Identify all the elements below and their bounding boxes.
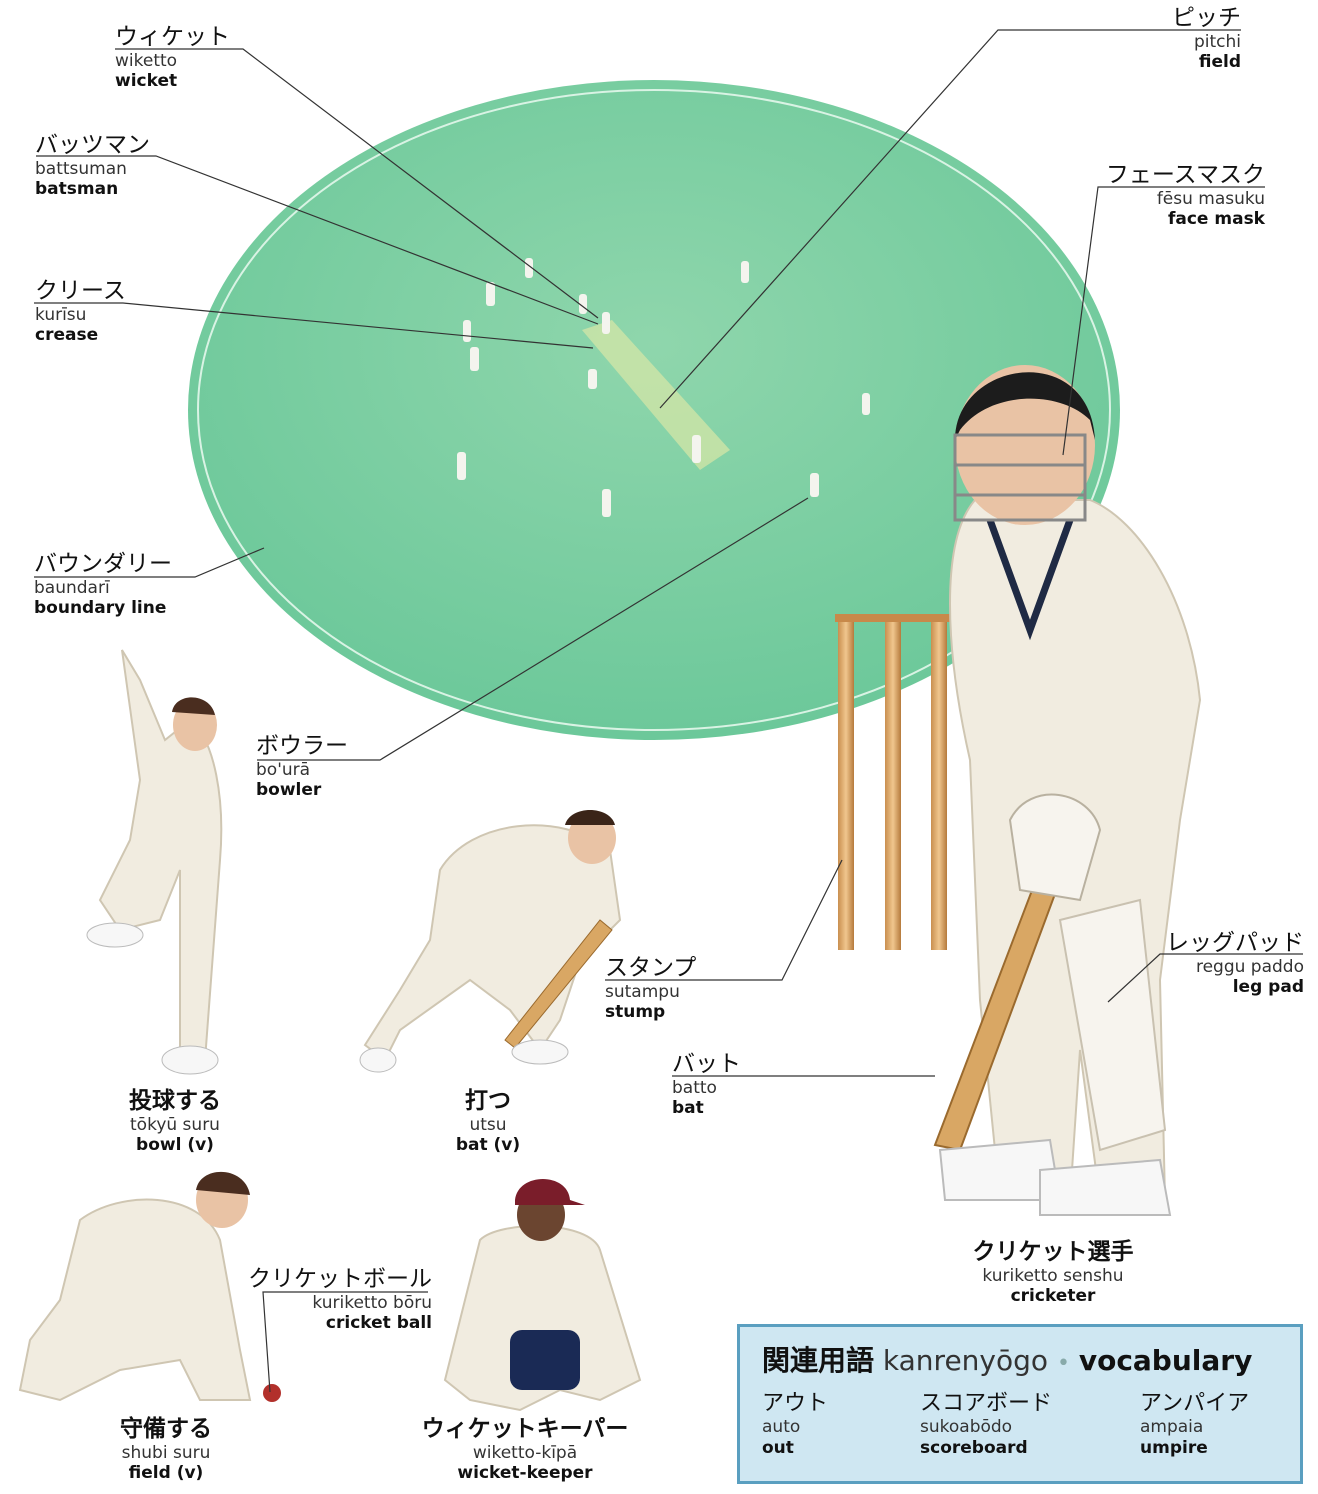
caption-wicketkeeper: ウィケットキーパー wiketto-kīpā wicket-keeper [410,1416,640,1483]
caption-jp: 守備する [120,1416,212,1442]
caption-jp: 投球する [129,1088,221,1114]
vocabulary-box: 関連用語 kanrenyōgo • vocabulary アウト auto ou… [737,1324,1303,1484]
label-romaji: pitchi [1193,32,1241,53]
label-bat: バット batto bat [672,1051,741,1118]
vocab-jp: アンパイア [1140,1391,1250,1416]
bowler-figure [86,649,223,1075]
caption-english: wicket-keeper [457,1463,593,1484]
caption-romaji: tōkyū suru [130,1115,220,1136]
pitch-strip [582,320,730,470]
vocabulary-title-jp: 関連用語 [762,1344,875,1377]
vocab-item-umpire: アンパイア ampaia umpire [1140,1391,1249,1458]
label-batsman: バッツマン battsuman batsman [35,132,150,199]
label-jp: バット [672,1051,741,1077]
label-english: cricket ball [325,1313,432,1334]
caption-english: cricketer [1010,1286,1096,1307]
label-jp: クリース [35,278,126,304]
vocabulary-title-english: vocabulary [1078,1344,1253,1377]
caption-english: bowl (v) [136,1135,214,1156]
caption-romaji: utsu [469,1115,507,1136]
vocab-romaji: sukoabōdo [920,1417,1013,1438]
cricketer-figure [933,365,1202,1216]
wicketkeeper-figure [443,1179,642,1412]
caption-bat: 打つ utsu bat (v) [408,1088,568,1155]
caption-romaji: shubi suru [121,1443,211,1464]
label-pitch: ピッチ pitchi field [1172,5,1241,72]
label-jp: クリケットボール [248,1266,432,1292]
caption-english: field (v) [128,1463,204,1484]
label-jp: バウンダリー [34,551,172,577]
vocabulary-title: 関連用語 kanrenyōgo • vocabulary [762,1339,1252,1379]
label-romaji: baundarī [34,578,110,599]
label-english: bowler [256,780,322,801]
caption-cricketer: クリケット選手 kuriketto senshu cricketer [953,1239,1153,1306]
label-jp: バッツマン [35,132,150,158]
boundary-rope [197,89,1111,731]
vocab-english: out [762,1437,794,1458]
leader-lines [34,29,1303,1393]
label-english: boundary line [34,598,167,619]
label-english: batsman [35,179,119,200]
label-romaji: sutampu [605,982,680,1003]
label-facemask: フェースマスク fēsu masuku face mask [1106,162,1265,229]
vocab-romaji: ampaia [1140,1417,1204,1438]
cricket-ball [263,1384,281,1402]
vocab-jp: スコアボード [920,1391,1053,1416]
vocab-jp: アウト [762,1391,829,1416]
cricket-field [188,80,1120,740]
stumps [835,614,950,950]
label-english: field [1198,52,1241,73]
label-english: wicket [115,71,178,92]
label-legpad: レッグパッド reggu paddo leg pad [1166,930,1304,997]
label-english: leg pad [1232,977,1304,998]
vocab-english: umpire [1140,1437,1208,1458]
batting-figure [359,810,622,1073]
caption-romaji: kuriketto senshu [982,1266,1124,1287]
label-romaji: battsuman [35,159,127,180]
label-bowler: ボウラー bo'urā bowler [256,733,348,800]
caption-field: 守備する shubi suru field (v) [86,1416,246,1483]
label-romaji: bo'urā [256,760,311,781]
label-romaji: kuriketto bōru [312,1293,432,1314]
fielders [457,258,870,517]
label-crease: クリース kurīsu crease [35,278,126,345]
label-jp: ウィケット [115,24,230,50]
caption-jp: クリケット選手 [972,1239,1134,1265]
vocab-english: scoreboard [920,1437,1028,1458]
label-boundary: バウンダリー baundarī boundary line [34,551,172,618]
label-stump: スタンプ sutampu stump [605,955,696,1022]
bullet-separator: • [1056,1351,1070,1376]
label-english: crease [35,325,99,346]
label-jp: ピッチ [1172,5,1241,31]
vocab-item-scoreboard: スコアボード sukoabōdo scoreboard [920,1391,1052,1458]
label-romaji: kurīsu [35,305,87,326]
label-jp: レッグパッド [1166,930,1304,956]
label-jp: ボウラー [256,733,348,759]
label-english: stump [605,1002,666,1023]
vocab-item-out: アウト auto out [762,1391,828,1458]
label-jp: フェースマスク [1105,162,1265,188]
vocab-romaji: auto [762,1417,801,1438]
label-cricketball: クリケットボール kuriketto bōru cricket ball [248,1266,432,1333]
label-wicket: ウィケット wiketto wicket [115,24,230,91]
caption-bowl: 投球する tōkyū suru bowl (v) [95,1088,255,1155]
label-jp: スタンプ [605,955,697,981]
caption-jp: 打つ [465,1088,511,1114]
label-romaji: fēsu masuku [1156,189,1265,210]
label-english: face mask [1167,209,1265,230]
label-romaji: wiketto [115,51,178,72]
vocabulary-title-romaji: kanrenyōgo [882,1344,1049,1377]
label-romaji: reggu paddo [1195,957,1304,978]
label-romaji: batto [672,1078,717,1099]
label-english: bat [672,1098,704,1119]
fielding-figure [18,1171,281,1402]
caption-romaji: wiketto-kīpā [472,1443,578,1464]
caption-jp: ウィケットキーパー [421,1416,629,1442]
caption-english: bat (v) [455,1135,521,1156]
